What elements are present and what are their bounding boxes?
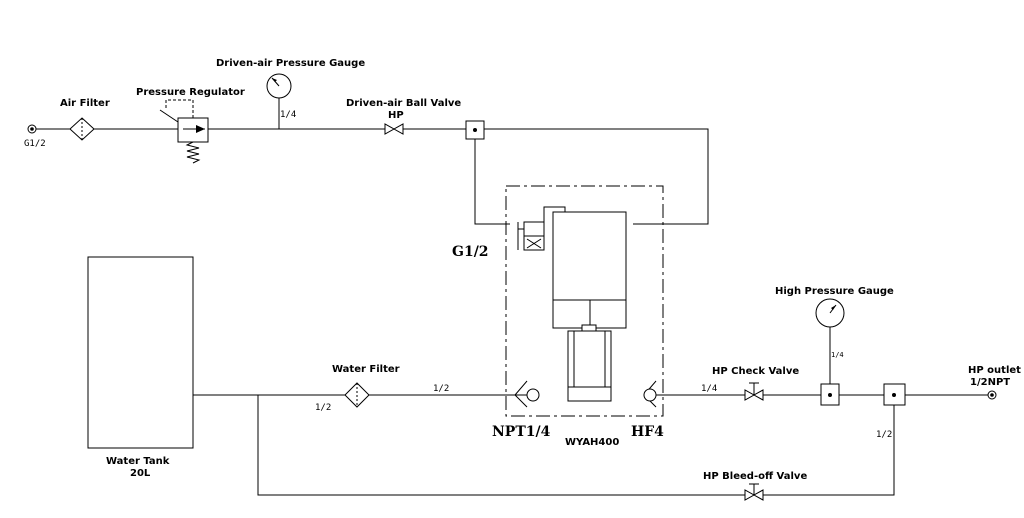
driven-air-ball-valve-icon — [384, 123, 404, 135]
npt-port-label: NPT1/4 — [492, 424, 551, 440]
gauge-port-label: 1/4 — [280, 110, 296, 120]
water-tank-capacity-label: 20L — [130, 468, 151, 479]
air-motor-icon — [552, 211, 627, 332]
hp-outlet-size-label: 1/2NPT — [970, 377, 1010, 388]
hp-check-valve-label: HP Check Valve — [712, 366, 799, 377]
hp-outlet-junction — [883, 383, 906, 406]
water-tank-icon — [87, 256, 194, 449]
water-pipe-1-size: 1/2 — [315, 403, 331, 413]
pressure-regulator-icon — [159, 99, 209, 164]
model-label: WYAH400 — [565, 437, 619, 448]
hp-outlet-label: HP outlet — [968, 365, 1021, 376]
hp-bleed-off-valve-icon — [744, 483, 764, 501]
water-filter-icon — [344, 382, 370, 408]
water-tank-label: Water Tank — [106, 456, 170, 467]
g12-port-label: G1/2 — [452, 244, 489, 260]
pump-outlet-check-valve-icon — [643, 380, 657, 408]
hydraulic-cylinder-icon — [567, 330, 612, 402]
pump-boundary — [505, 185, 664, 417]
hf4-port-label: HF4 — [631, 424, 664, 440]
bleed-pipe-return — [257, 395, 745, 496]
air-pipe-to-motor-left — [474, 139, 510, 225]
ball-valve-hp-label: HP — [388, 110, 404, 121]
water-pipe-2-size: 1/2 — [433, 384, 449, 394]
air-filter-label: Air Filter — [60, 98, 110, 109]
air-junction-block — [465, 120, 485, 140]
hp-gauge-port-label: 1/4 — [831, 351, 844, 359]
driven-air-gauge-icon — [266, 73, 292, 129]
hp-outlet-port — [987, 390, 997, 400]
air-inlet-label: G1/2 — [24, 139, 46, 149]
air-inlet-port — [27, 124, 37, 134]
air-pipe-to-motor-right — [484, 128, 709, 225]
hp-gauge-junction — [820, 383, 840, 406]
hp-pipe-1-size: 1/4 — [701, 384, 717, 394]
high-pressure-gauge-icon — [815, 298, 845, 384]
bleed-pipe-down — [763, 405, 895, 496]
high-pressure-gauge-label: High Pressure Gauge — [775, 286, 894, 297]
hp-check-valve-icon — [744, 382, 764, 401]
driven-air-gauge-label: Driven-air Pressure Gauge — [216, 58, 365, 69]
directional-valve-icon — [517, 206, 566, 251]
pressure-regulator-label: Pressure Regulator — [136, 87, 245, 98]
bleed-pipe-size: 1/2 — [876, 430, 892, 440]
air-filter-icon — [69, 117, 95, 141]
hp-bleed-off-valve-label: HP Bleed-off Valve — [703, 471, 807, 482]
water-filter-label: Water Filter — [332, 364, 400, 375]
pump-inlet-check-valve-icon — [514, 380, 540, 408]
driven-air-ball-valve-label: Driven-air Ball Valve — [346, 98, 461, 109]
